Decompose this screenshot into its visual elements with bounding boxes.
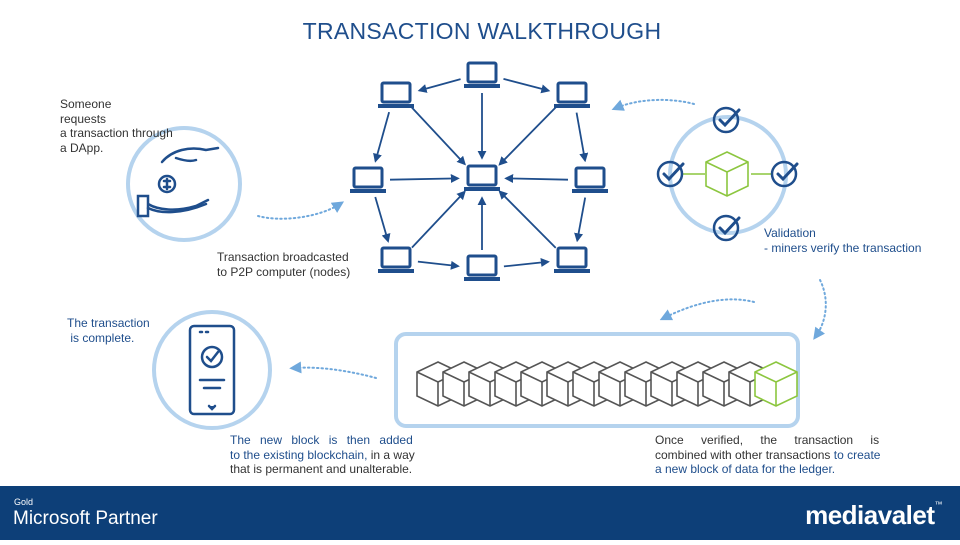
step-complete-text: The transaction is complete. [67, 316, 150, 345]
step-request-text: Someone requests a transaction through a… [60, 97, 173, 155]
step-new-block-text: The new block is then added to the exist… [230, 433, 415, 476]
blockchain-panel [394, 332, 800, 428]
page-title: TRANSACTION WALKTHROUGH [302, 18, 662, 44]
validation-circle [656, 106, 799, 242]
laptop-icon [462, 164, 502, 193]
mediavalet-logo: mediavalet™ [805, 500, 942, 530]
p2p-link [503, 258, 550, 268]
flow-arrows [257, 98, 827, 379]
step-validation-text: Validation - miners verify the transacti… [764, 226, 922, 255]
p2p-link [374, 196, 391, 243]
hand-coin-icon [136, 146, 220, 218]
p2p-link [417, 78, 461, 93]
blockchain [416, 361, 798, 407]
check-badge-icon [712, 214, 741, 242]
laptop-icon [462, 254, 502, 283]
p2p-network [348, 61, 610, 283]
block-cube-icon [705, 151, 749, 197]
step-verified-text: Once verified, the transaction is combin… [655, 433, 881, 476]
laptop-icon [462, 61, 502, 90]
partner-tier: Gold [14, 497, 34, 507]
step-broadcast-text: Transaction broadcasted to P2P computer … [217, 250, 351, 279]
p2p-link [574, 197, 587, 243]
p2p-link [373, 111, 390, 163]
footer-bar: Gold Microsoft Partner mediavalet™ [0, 486, 960, 540]
p2p-link [498, 106, 557, 166]
laptop-icon [376, 81, 416, 110]
p2p-connections [373, 78, 589, 270]
p2p-link [389, 173, 460, 183]
laptop-icon [552, 246, 592, 275]
p2p-link [498, 190, 557, 249]
p2p-link [504, 174, 569, 184]
p2p-link [575, 112, 589, 163]
laptop-icon [348, 166, 388, 195]
complete-circle [152, 310, 272, 430]
new-block-icon [754, 361, 798, 407]
p2p-link [411, 190, 466, 249]
p2p-link [417, 260, 460, 270]
request-circle [126, 126, 242, 242]
laptop-icon [552, 81, 592, 110]
microsoft-partner-logo: Microsoft Partner [13, 508, 158, 529]
p2p-link [503, 78, 551, 94]
laptop-icon [570, 166, 610, 195]
phone-check-icon [188, 324, 236, 416]
p2p-link [411, 106, 466, 166]
check-badge-icon [712, 106, 741, 134]
